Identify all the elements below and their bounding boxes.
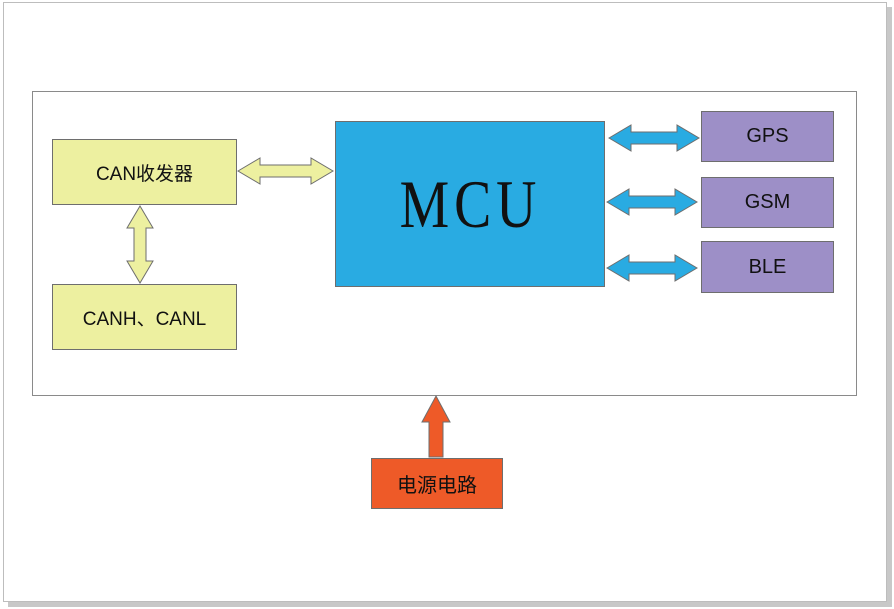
can-transceiver-block: CAN收发器 — [52, 139, 237, 205]
ble-label: BLE — [748, 255, 787, 278]
gsm-label: GSM — [744, 191, 791, 213]
mcu-label: MCU — [399, 165, 541, 242]
can-bus-block: CANH、CANL — [52, 284, 237, 350]
can-mcu-arrow — [237, 157, 334, 185]
mcu-ble-arrow — [606, 254, 698, 282]
gps-module-block: GPS — [701, 111, 834, 162]
gsm-module-block: GSM — [701, 177, 834, 228]
can-bus-arrow — [126, 205, 154, 284]
mcu-block: MCU — [335, 121, 605, 287]
power-arrow — [421, 394, 451, 458]
can-transceiver-label: CAN收发器 — [95, 163, 194, 185]
can-bus-label: CANH、CANL — [82, 308, 207, 330]
power-circuit-label: 电源电路 — [397, 475, 477, 497]
gps-label: GPS — [746, 125, 789, 147]
ble-module-block: BLE — [701, 241, 834, 293]
mcu-gps-arrow — [608, 124, 700, 152]
mcu-gsm-arrow — [606, 188, 698, 216]
power-circuit-block: 电源电路 — [371, 458, 503, 509]
